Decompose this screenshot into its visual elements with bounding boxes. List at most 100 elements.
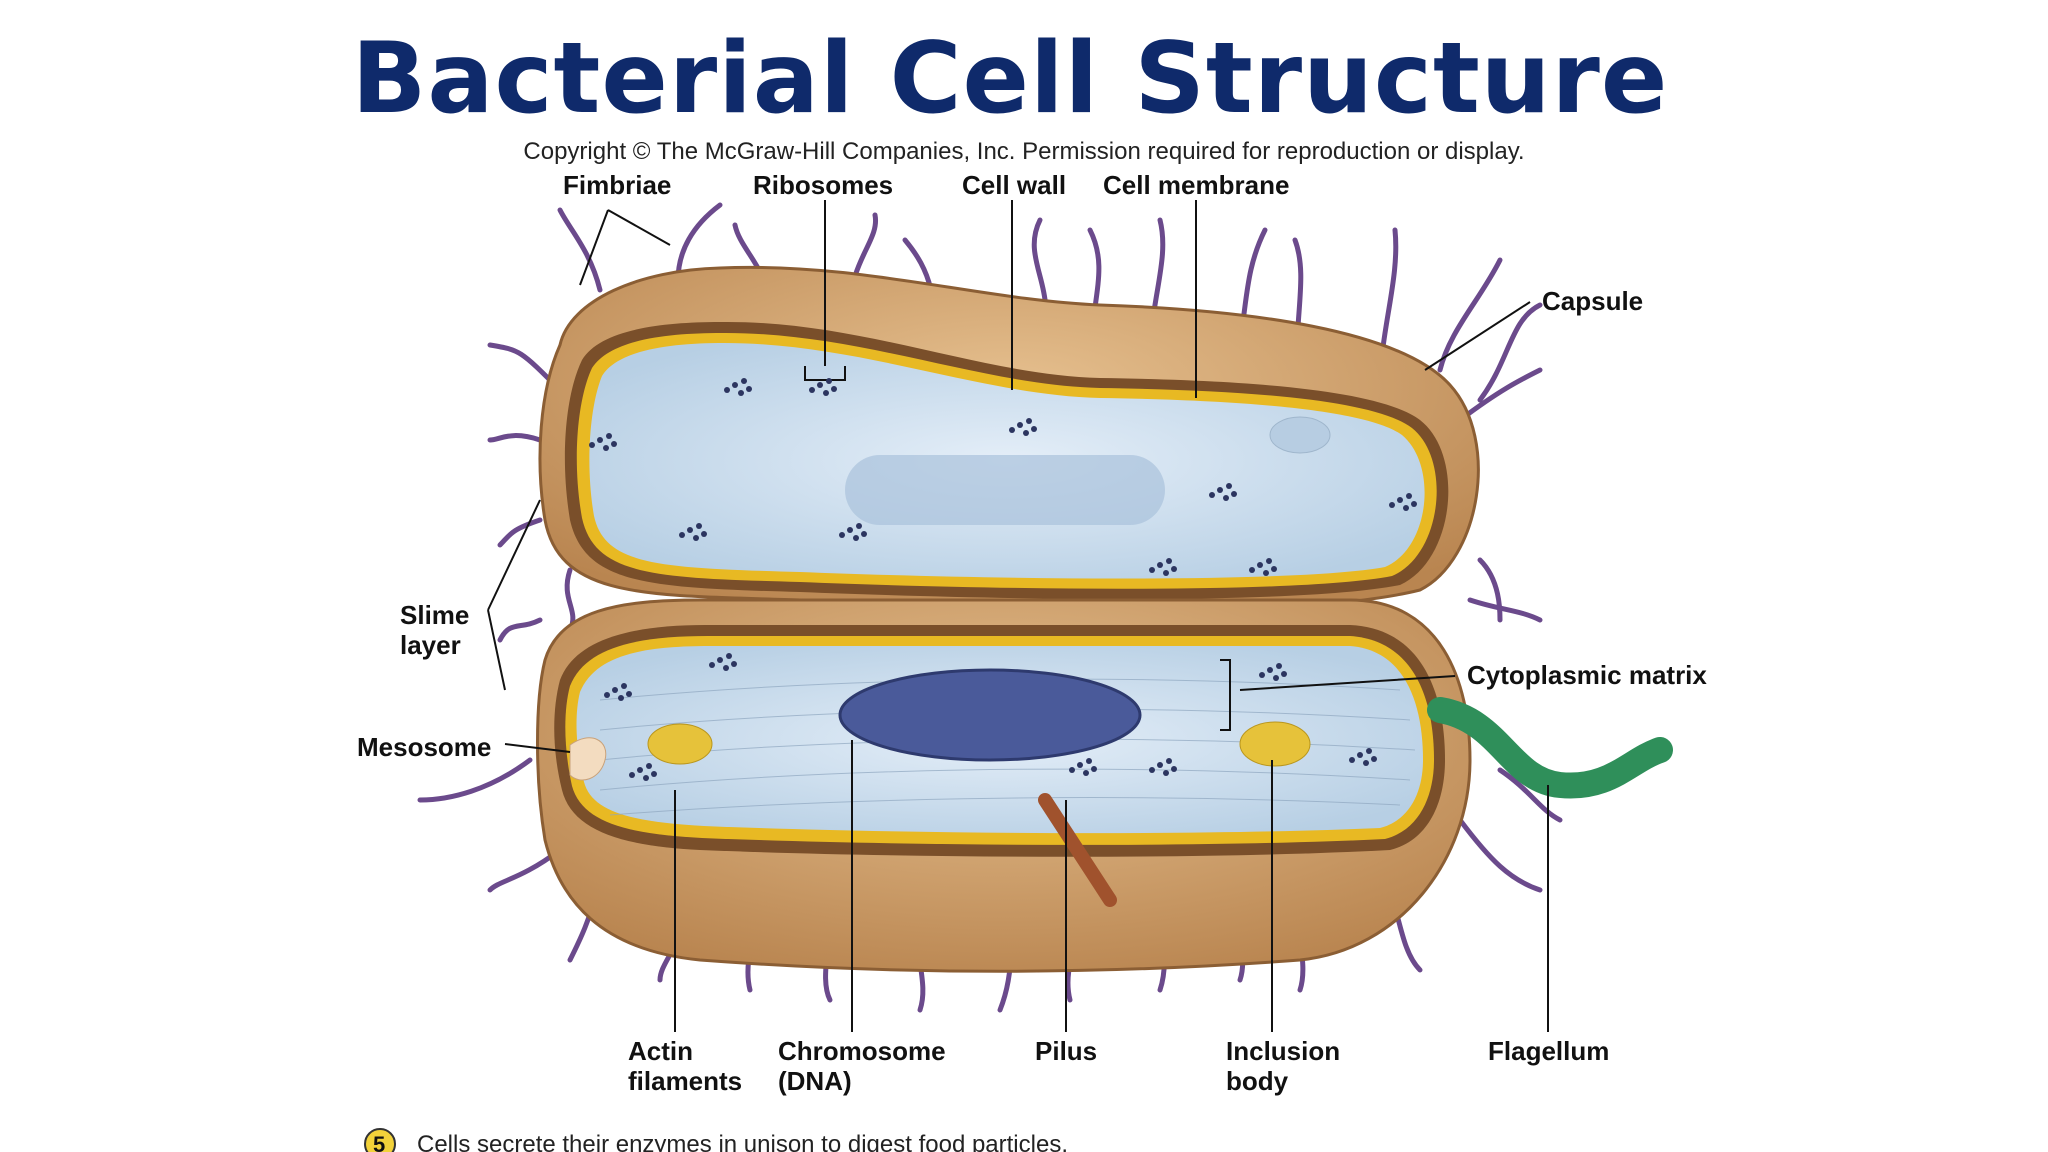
upper-nucleoid-ghost	[845, 455, 1165, 525]
ribosome-dot	[1026, 418, 1032, 424]
footnote-text: Cells secrete their enzymes in unison to…	[417, 1131, 1068, 1152]
label-cytoplasmic-matrix: Cytoplasmic matrix	[1467, 660, 1707, 690]
ribosome-dot	[1091, 766, 1097, 772]
mesosome	[569, 737, 607, 781]
ribosome-dot	[1009, 427, 1015, 433]
ribosome-dot	[637, 767, 643, 773]
ribosome-dot	[1157, 562, 1163, 568]
upper-vacuole	[1269, 416, 1331, 454]
ribosome-dot	[687, 527, 693, 533]
inclusion-body-right	[1239, 721, 1311, 767]
ribosome-dot	[1276, 663, 1282, 669]
ribosome-dot	[597, 437, 603, 443]
ribosome-dot	[853, 535, 859, 541]
inclusion-body-left	[647, 723, 713, 765]
ribosome-dot	[856, 523, 862, 529]
ribosome-dot	[1411, 501, 1417, 507]
ribosome-dot	[626, 691, 632, 697]
lower-cell	[536, 598, 1472, 973]
ribosome-dot	[839, 532, 845, 538]
ribosome-dot	[1157, 762, 1163, 768]
ribosome-dot	[847, 527, 853, 533]
ribosome-dot	[1163, 570, 1169, 576]
label-cell-wall: Cell wall	[962, 170, 1066, 200]
ribosome-dot	[618, 695, 624, 701]
ribosome-dot	[1349, 757, 1355, 763]
ribosome-dot	[831, 386, 837, 392]
ribosome-dot	[1257, 562, 1263, 568]
footnote-badge-circle	[364, 1128, 396, 1152]
ribosome-dot	[1397, 497, 1403, 503]
ribosome-dot	[611, 441, 617, 447]
leader-lines	[487, 200, 1549, 1032]
ribosome-dot	[1266, 558, 1272, 564]
ribosome-dot	[1271, 566, 1277, 572]
ribosome-dot	[1231, 491, 1237, 497]
ribosome-dot	[1249, 567, 1255, 573]
ribosome-dot	[679, 532, 685, 538]
ribosome-dot	[1023, 430, 1029, 436]
ribosome-dot	[746, 386, 752, 392]
label-slime-layer-2: layer	[400, 630, 461, 660]
ribosome-dot	[646, 763, 652, 769]
ribosome-dot	[701, 531, 707, 537]
label-fimbriae: Fimbriae	[563, 170, 671, 200]
ribosome-dot	[823, 390, 829, 396]
ribosome-dot	[1281, 671, 1287, 677]
ribosome-dot	[1389, 502, 1395, 508]
footnote-badge-number: 5	[373, 1132, 385, 1152]
label-flagellum: Flagellum	[1488, 1036, 1609, 1066]
ribosome-dot	[1363, 760, 1369, 766]
ribosome-dot	[717, 657, 723, 663]
copyright-notice: Copyright © The McGraw-Hill Companies, I…	[523, 138, 1525, 165]
ribosome-dot	[738, 390, 744, 396]
ribosome-dot	[726, 653, 732, 659]
ribosome-dot	[741, 378, 747, 384]
ribosome-dot	[1226, 483, 1232, 489]
ribosome-dot	[1166, 758, 1172, 764]
ribosome-dot	[1171, 766, 1177, 772]
ribosome-particles	[589, 378, 1417, 781]
ribosome-dot	[1083, 770, 1089, 776]
ribosome-dot	[1371, 756, 1377, 762]
page-title: Bacterial Cell Structure	[351, 22, 1669, 136]
label-ribosomes: Ribosomes	[753, 170, 893, 200]
ribosome-dot	[1223, 495, 1229, 501]
ribosome-dot	[724, 387, 730, 393]
label-slime-layer-1: Slime	[400, 600, 469, 630]
ribosome-dot	[651, 771, 657, 777]
ribosome-dot	[1406, 493, 1412, 499]
ribosome-dot	[1149, 567, 1155, 573]
ribosome-dot	[621, 683, 627, 689]
ribosome-dot	[1171, 566, 1177, 572]
label-mesosome: Mesosome	[357, 732, 491, 762]
label-actin-2: filaments	[628, 1066, 742, 1096]
flagellum	[1427, 697, 1673, 799]
ribosome-dot	[817, 382, 823, 388]
ribosome-dot	[1267, 667, 1273, 673]
label-inclusion-2: body	[1226, 1066, 1289, 1096]
ribosome-dot	[1069, 767, 1075, 773]
ribosome-dot	[861, 531, 867, 537]
ribosome-dot	[1263, 570, 1269, 576]
ribosome-dot	[629, 772, 635, 778]
ribosome-dot	[1357, 752, 1363, 758]
upper-cell	[538, 265, 1480, 612]
ribosome-dot	[731, 661, 737, 667]
ribosome-dot	[1273, 675, 1279, 681]
label-actin-1: Actin	[628, 1036, 693, 1066]
ribosome-dot	[612, 687, 618, 693]
ribosome-dot	[603, 445, 609, 451]
ribosome-dot	[732, 382, 738, 388]
ribosome-dot	[1077, 762, 1083, 768]
ribosome-dot	[709, 662, 715, 668]
label-inclusion-1: Inclusion	[1226, 1036, 1340, 1066]
ribosome-dot	[1017, 422, 1023, 428]
ribosome-dot	[643, 775, 649, 781]
label-pilus: Pilus	[1035, 1036, 1097, 1066]
ribosome-dot	[1403, 505, 1409, 511]
ribosome-dot	[1166, 558, 1172, 564]
chromosome-dna	[838, 668, 1142, 762]
